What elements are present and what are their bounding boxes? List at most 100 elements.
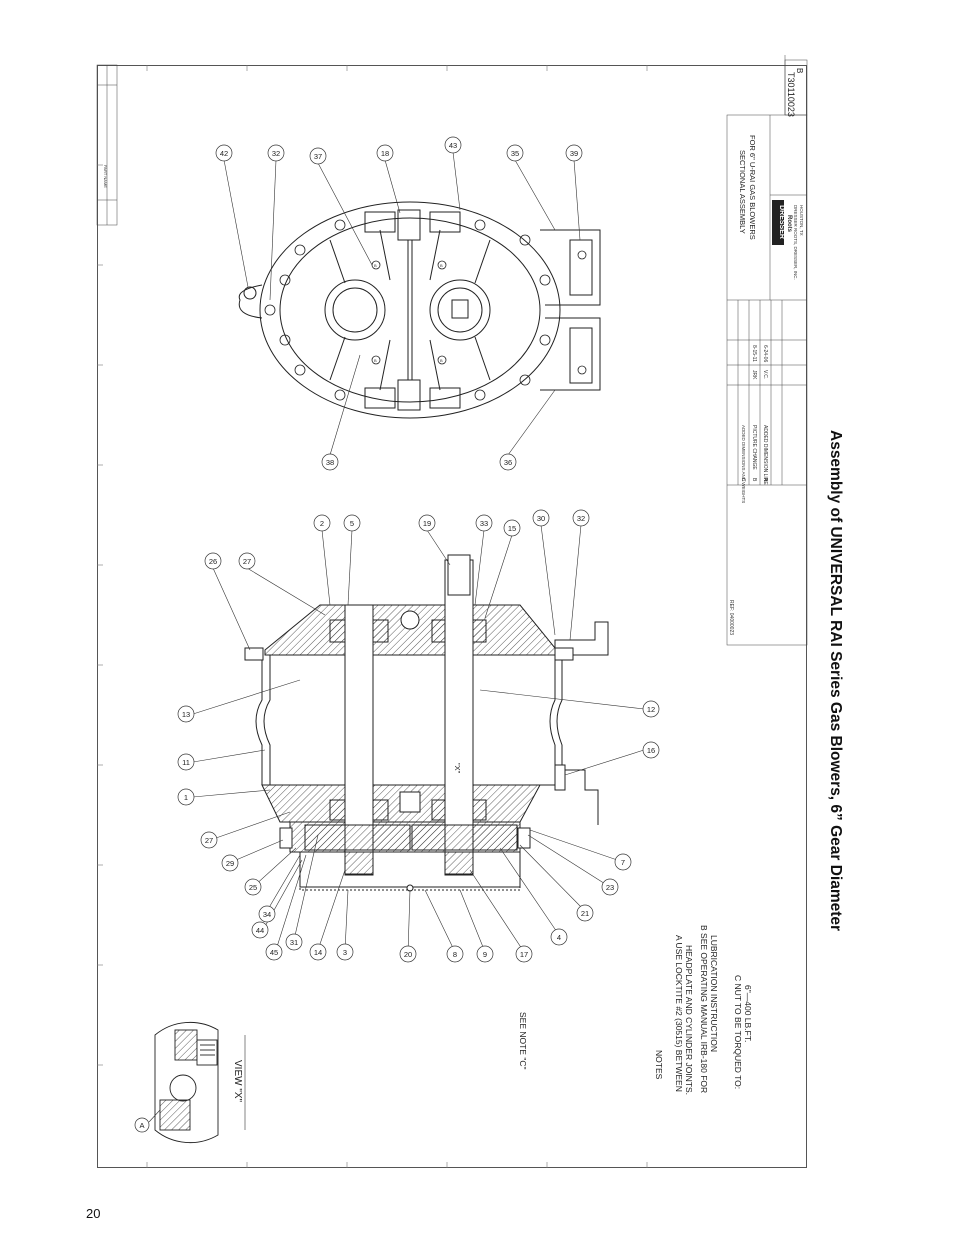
svg-text:8: 8 <box>453 950 457 959</box>
svg-text:5: 5 <box>350 519 354 528</box>
svg-text:34: 34 <box>263 910 271 919</box>
svg-text:16: 16 <box>647 746 655 755</box>
svg-text:32: 32 <box>577 514 585 523</box>
letter-b-3: B <box>374 358 377 363</box>
rev-b-desc: PICTURE CHANGE <box>751 425 757 470</box>
drawing-sheet-border <box>97 65 807 1168</box>
title-block <box>726 55 808 646</box>
note-b-line1: B SEE OPERATING MANUAL IRB-180 FOR <box>699 925 709 1093</box>
svg-text:42: 42 <box>220 149 228 158</box>
company-name: DRESSER <box>778 205 785 239</box>
side-view-balloons: 26 27 2 5 19 33 15 30 32 13 11 1 12 16 2… <box>177 509 660 963</box>
balloon-18: 18 <box>376 144 394 162</box>
rev-c-letter: C <box>740 478 746 482</box>
drawing-revision: B <box>795 68 804 73</box>
svg-text:11: 11 <box>182 758 190 767</box>
svg-text:33: 33 <box>480 519 488 528</box>
drawing-number: T30110023 <box>786 72 796 117</box>
balloon-32: 32 <box>267 144 285 162</box>
parts-table-header: PART NAME <box>103 165 108 188</box>
balloon-36: 36 <box>499 453 517 471</box>
svg-text:19: 19 <box>423 519 431 528</box>
svg-text:25: 25 <box>249 883 257 892</box>
note-c-line2: 6"—400 LB.FT. <box>743 985 753 1042</box>
balloon-1: 1 <box>177 788 195 806</box>
svg-text:4: 4 <box>557 933 561 942</box>
svg-text:13: 13 <box>182 710 190 719</box>
balloon-29: 29 <box>221 854 239 872</box>
balloon-17: 17 <box>515 945 533 963</box>
rev-a-desc: ADDED DIMENSION LINE <box>762 425 768 485</box>
svg-text:20: 20 <box>404 950 412 959</box>
svg-text:37: 37 <box>314 152 322 161</box>
reference-number: REF: 04000023 <box>728 600 734 635</box>
svg-text:9: 9 <box>483 950 487 959</box>
balloon-16: 16 <box>642 741 660 759</box>
svg-text:45: 45 <box>270 948 278 957</box>
svg-text:32: 32 <box>272 149 280 158</box>
svg-text:44: 44 <box>256 926 264 935</box>
svg-text:27: 27 <box>205 836 213 845</box>
svg-text:38: 38 <box>326 458 334 467</box>
balloon-23: 23 <box>601 878 619 896</box>
balloon-12: 12 <box>642 700 660 718</box>
svg-text:A: A <box>139 1121 144 1130</box>
rev-a-letter: A <box>762 478 768 482</box>
svg-text:36: 36 <box>504 458 512 467</box>
letter-b-4: B <box>440 358 443 363</box>
balloon-42: 42 <box>215 144 233 162</box>
rev-a-date: 6-24-06 <box>762 345 768 362</box>
see-note-c: SEE NOTE "C" <box>518 1012 528 1070</box>
rev-b-date: 8-15-11 <box>751 345 757 362</box>
balloon-15: 15 <box>503 519 521 537</box>
company-address: DRESSER ROOTS, DRESSER, INC. <box>793 205 798 280</box>
svg-text:30: 30 <box>537 514 545 523</box>
side-section-view <box>244 554 609 892</box>
balloon-30: 30 <box>532 509 550 527</box>
rev-a-by: V.C. <box>762 370 768 379</box>
svg-text:23: 23 <box>606 883 614 892</box>
svg-text:35: 35 <box>511 149 519 158</box>
note-c-line1: C NUT TO BE TORQUED TO: <box>733 975 743 1089</box>
svg-text:7: 7 <box>621 858 625 867</box>
detail-a-marker: A <box>134 1109 161 1133</box>
svg-text:1: 1 <box>184 793 188 802</box>
company-city: HOUSTON, TX <box>799 205 804 236</box>
svg-text:31: 31 <box>290 938 298 947</box>
balloon-45: 45 <box>265 943 283 961</box>
rev-b-letter: B <box>751 478 757 482</box>
rev-c-desc: ADDED DIMENSIONS AND WEIGHTS <box>741 425 746 503</box>
view-x-label: VIEW "X" <box>232 1060 243 1103</box>
side-view-leaders <box>192 524 645 954</box>
page-title: Assembly of UNIVERSAL RAI Series Gas Blo… <box>827 430 844 932</box>
balloon-34: 34 <box>258 905 276 923</box>
balloon-44: 44 <box>251 921 269 939</box>
svg-text:18: 18 <box>381 149 389 158</box>
balloon-25: 25 <box>244 878 262 896</box>
svg-text:27: 27 <box>243 557 251 566</box>
view-x-detail <box>154 1021 219 1144</box>
svg-text:29: 29 <box>226 859 234 868</box>
balloon-43: 43 <box>444 136 462 154</box>
letter-b-1: B <box>374 263 377 268</box>
end-view <box>238 201 601 419</box>
balloon-38: 38 <box>321 453 339 471</box>
page-number: 20 <box>86 1206 101 1221</box>
svg-text:14: 14 <box>314 948 322 957</box>
note-a-line2: HEADPLATE AND CYLINDER JOINTS. <box>684 945 694 1095</box>
svg-text:12: 12 <box>647 705 655 714</box>
svg-text:26: 26 <box>209 557 217 566</box>
end-view-leaders <box>223 151 581 456</box>
x-marker: "X" <box>453 763 462 774</box>
letter-b-2: B <box>440 263 443 268</box>
balloon-35: 35 <box>506 144 524 162</box>
balloon-3: 3 <box>336 943 354 961</box>
end-view-bolts <box>264 219 587 401</box>
svg-text:43: 43 <box>449 141 457 150</box>
balloon-4: 4 <box>550 928 568 946</box>
balloon-37: 37 <box>309 147 327 165</box>
title-line-2: FOR 6" U-RAI GAS BLOWERS <box>748 135 757 240</box>
svg-text:2: 2 <box>320 519 324 528</box>
balloon-26: 26 <box>204 552 222 570</box>
